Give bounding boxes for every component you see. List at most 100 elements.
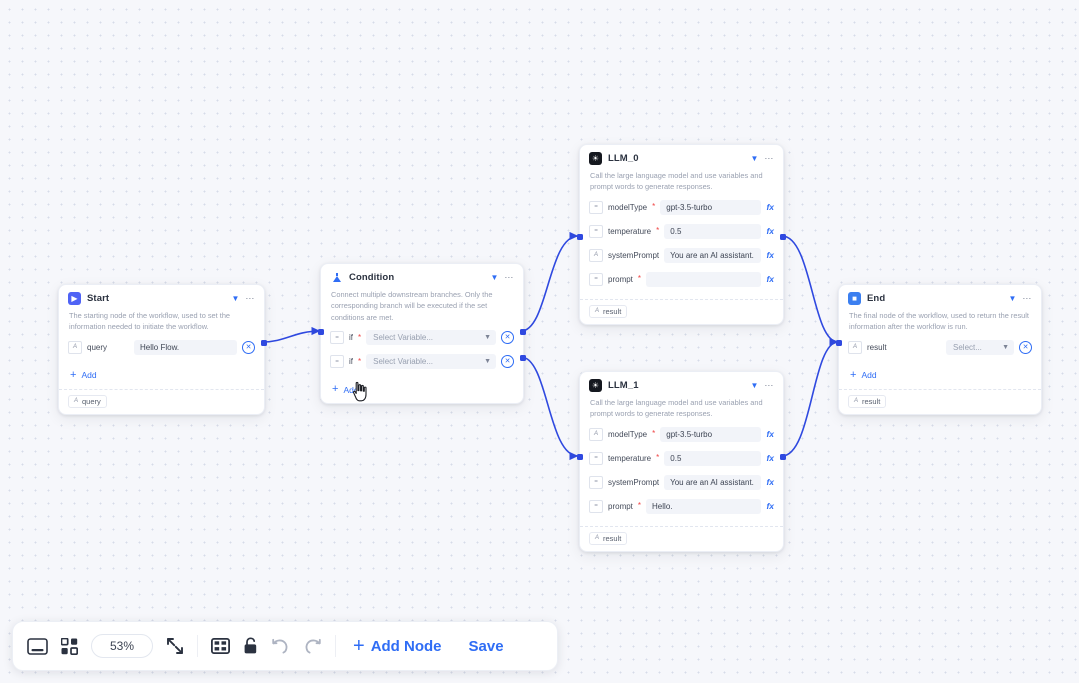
node-description: Connect multiple downstream branches. On… [331,290,493,322]
node-outputs: A result [580,298,783,324]
zoom-level-button[interactable]: 53% [91,634,153,658]
output-name: result [603,306,622,316]
input-port[interactable] [577,454,583,460]
function-icon[interactable]: fx [766,274,774,285]
field-label: result [867,342,887,352]
bottom-toolbar[interactable]: 53% [12,621,558,671]
remove-field-icon[interactable]: ✕ [501,355,514,369]
node-description: Call the large language model and use va… [590,398,763,419]
node-header: Condition ▼ ⋯ [321,264,523,287]
type-badge-icon: A [74,398,79,405]
lock-icon[interactable] [243,637,258,655]
field-value-input[interactable]: gpt-3.5-turbo [660,199,762,215]
field-row-systemPrompt[interactable]: A systemPrompt You are an AI assistant. … [589,247,774,264]
function-icon[interactable]: fx [766,501,774,512]
remove-field-icon[interactable]: ✕ [1019,340,1032,354]
edge-start-to-condition [262,326,321,343]
remove-field-icon[interactable]: ✕ [242,340,255,354]
fit-view-icon[interactable] [166,637,184,655]
required-asterisk: * [358,356,362,366]
field-value-input[interactable]: gpt-3.5-turbo [660,426,762,442]
field-row-modelType[interactable]: A modelType * gpt-3.5-turbo fx [589,426,774,443]
function-icon[interactable]: fx [766,202,774,213]
type-badge-icon: A [848,340,862,354]
field-value-input[interactable]: You are an AI assistant. [664,247,762,263]
layout-grid-icon[interactable] [211,638,230,654]
undo-icon[interactable] [271,637,290,655]
field-value-input[interactable]: 0.5 [664,450,762,466]
function-icon[interactable]: fx [766,453,774,464]
required-asterisk: * [656,453,660,463]
chevron-down-icon[interactable]: ▼ [750,380,759,390]
more-options-icon[interactable]: ⋯ [764,153,774,163]
more-options-icon[interactable]: ⋯ [764,380,774,390]
chevron-down-icon[interactable]: ▼ [490,272,499,282]
output-port-branch-1[interactable] [520,329,526,335]
screen-icon[interactable] [27,637,48,655]
node-start[interactable]: ▶ Start ▼ ⋯ The starting node of the wor… [58,284,267,415]
add-field-button[interactable]: + Add [839,367,1041,389]
output-port[interactable] [780,454,786,460]
add-field-button[interactable]: + Add [59,367,264,389]
field-row-prompt[interactable]: = prompt * Hello. fx [589,498,774,515]
output-port[interactable] [780,234,786,240]
field-row-temperature[interactable]: = temperature * 0.5 fx [589,223,774,240]
select-placeholder: Select Variable... [373,333,434,343]
field-label: temperature [608,453,652,463]
result-select[interactable]: Select... ▼ [946,339,1014,355]
field-row-systemPrompt[interactable]: = systemPrompt You are an AI assistant. … [589,474,774,491]
type-badge-icon: A [595,535,600,542]
more-options-icon[interactable]: ⋯ [1022,293,1032,303]
field-value-input[interactable]: Hello Flow. [134,339,237,355]
required-asterisk: * [637,274,642,284]
output-port-branch-2[interactable] [520,355,526,361]
redo-icon[interactable] [303,637,322,655]
plus-icon: + [70,368,77,381]
node-llm-0[interactable]: ☀ LLM_0 ▼ ⋯ Call the large language mode… [577,144,786,325]
save-button[interactable]: Save [468,637,504,655]
field-value-input[interactable]: Hello. [646,498,762,514]
field-value-input[interactable] [646,271,762,287]
remove-field-icon[interactable]: ✕ [501,331,514,345]
type-badge-icon: = [589,451,603,465]
field-row-if-2[interactable]: = if * Select Variable... ▼ ✕ [330,353,514,370]
node-condition[interactable]: Condition ▼ ⋯ Connect multiple downstrea… [318,263,526,405]
more-options-icon[interactable]: ⋯ [504,272,514,282]
function-icon[interactable]: fx [766,250,774,261]
chevron-down-icon[interactable]: ▼ [750,153,759,163]
function-icon[interactable]: fx [766,477,774,488]
add-node-button[interactable]: + Add Node [353,636,442,656]
field-value-input[interactable]: You are an AI assistant. [664,474,762,490]
field-row-temperature[interactable]: = temperature * 0.5 fx [589,450,774,467]
node-header: ▶ Start ▼ ⋯ [59,285,264,308]
function-icon[interactable]: fx [766,226,774,237]
field-row-prompt[interactable]: = prompt * fx [589,271,774,288]
variable-select[interactable]: Select Variable... ▼ [366,354,496,370]
add-condition-button[interactable]: + Add [321,381,523,403]
field-value-input[interactable]: 0.5 [664,223,762,239]
field-row-query[interactable]: A query Hello Flow. ✕ [68,339,255,356]
chevron-down-icon[interactable]: ▼ [1008,293,1017,303]
output-port[interactable] [261,340,267,346]
apps-grid-icon[interactable] [61,637,78,655]
type-badge-icon: = [330,355,344,369]
more-options-icon[interactable]: ⋯ [245,293,255,303]
start-icon: ▶ [68,292,81,305]
function-icon[interactable]: fx [766,429,774,440]
field-row-modelType[interactable]: = modelType * gpt-3.5-turbo fx [589,199,774,216]
variable-select[interactable]: Select Variable... ▼ [366,330,496,346]
input-port[interactable] [836,340,842,346]
field-row-result[interactable]: A result Select... ▼ ✕ [848,339,1032,356]
llm-icon: ☀ [589,379,602,392]
input-port[interactable] [318,329,324,335]
output-tag: A result [589,531,628,545]
input-port[interactable] [577,234,583,240]
chevron-down-icon[interactable]: ▼ [231,293,240,303]
type-badge-icon: = [589,272,603,286]
node-llm-1[interactable]: ☀ LLM_1 ▼ ⋯ Call the large language mode… [577,371,786,552]
field-row-if-1[interactable]: = if * Select Variable... ▼ ✕ [330,329,514,346]
node-end[interactable]: ■ End ▼ ⋯ The final node of the workflow… [836,284,1042,415]
end-icon: ■ [848,292,861,305]
node-header: ☀ LLM_0 ▼ ⋯ [580,145,783,168]
